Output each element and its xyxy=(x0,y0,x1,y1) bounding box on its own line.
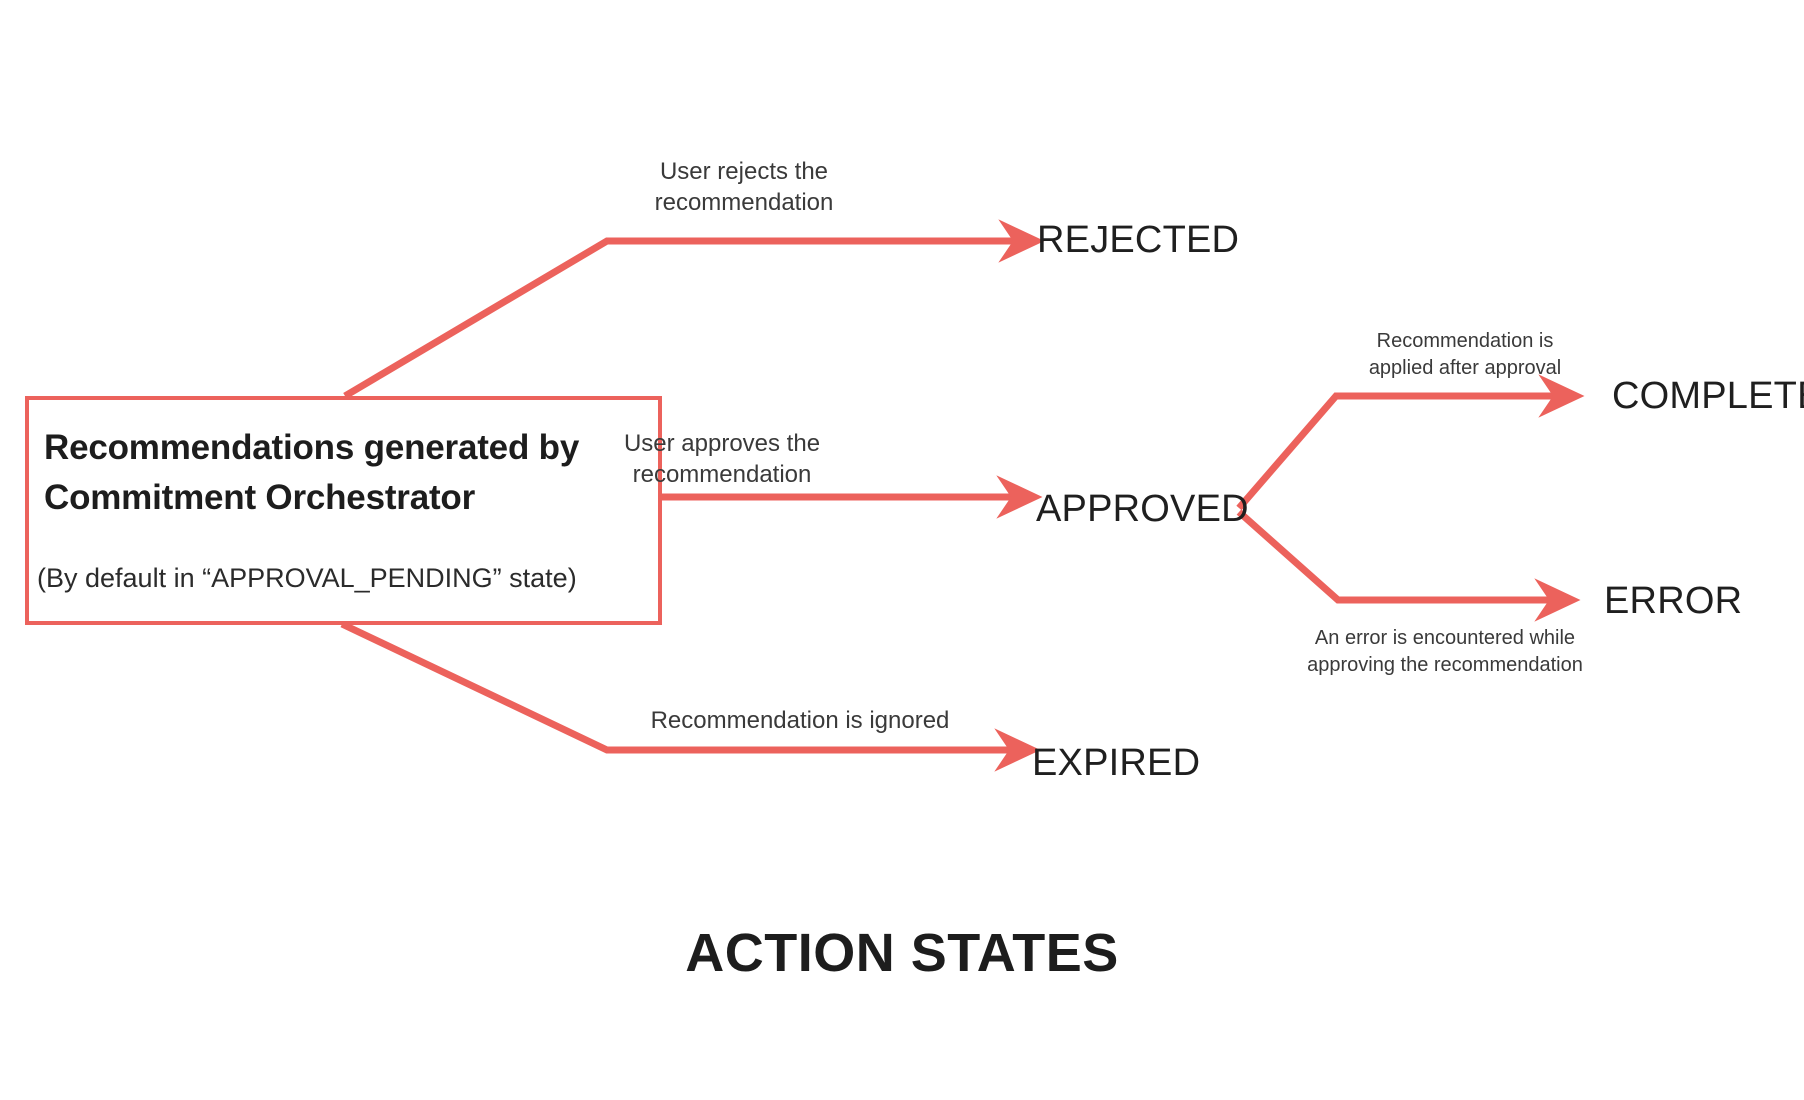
edge-label-to-approved: User approves the recommendation xyxy=(623,430,821,489)
edge-label-to-completed: Recommendation is applied after approval xyxy=(1368,330,1562,379)
edge-label-to-rejected: User rejects the recommendation xyxy=(654,158,834,217)
state-node-error: ERROR xyxy=(1604,580,1743,622)
source-node-subtitle: (By default in “APPROVAL_PENDING” state) xyxy=(37,563,577,593)
edge-label-to-expired: Recommendation is ignored xyxy=(650,707,950,734)
connector-to-completed xyxy=(1236,374,1585,511)
state-node-completed: COMPLETED xyxy=(1612,375,1804,417)
connector-to-error xyxy=(1236,509,1581,622)
connector-to-rejected xyxy=(343,219,1045,400)
edge-label-to-error: An error is encountered while approving … xyxy=(1307,627,1583,676)
state-node-expired: EXPIRED xyxy=(1032,742,1201,784)
source-node: Recommendations generated by Commitment … xyxy=(25,396,662,625)
source-node-title: Recommendations generated by Commitment … xyxy=(44,428,580,517)
state-node-rejected: REJECTED xyxy=(1037,219,1240,261)
state-node-approved: APPROVED xyxy=(1036,488,1249,530)
diagram-title: ACTION STATES xyxy=(685,923,1119,983)
